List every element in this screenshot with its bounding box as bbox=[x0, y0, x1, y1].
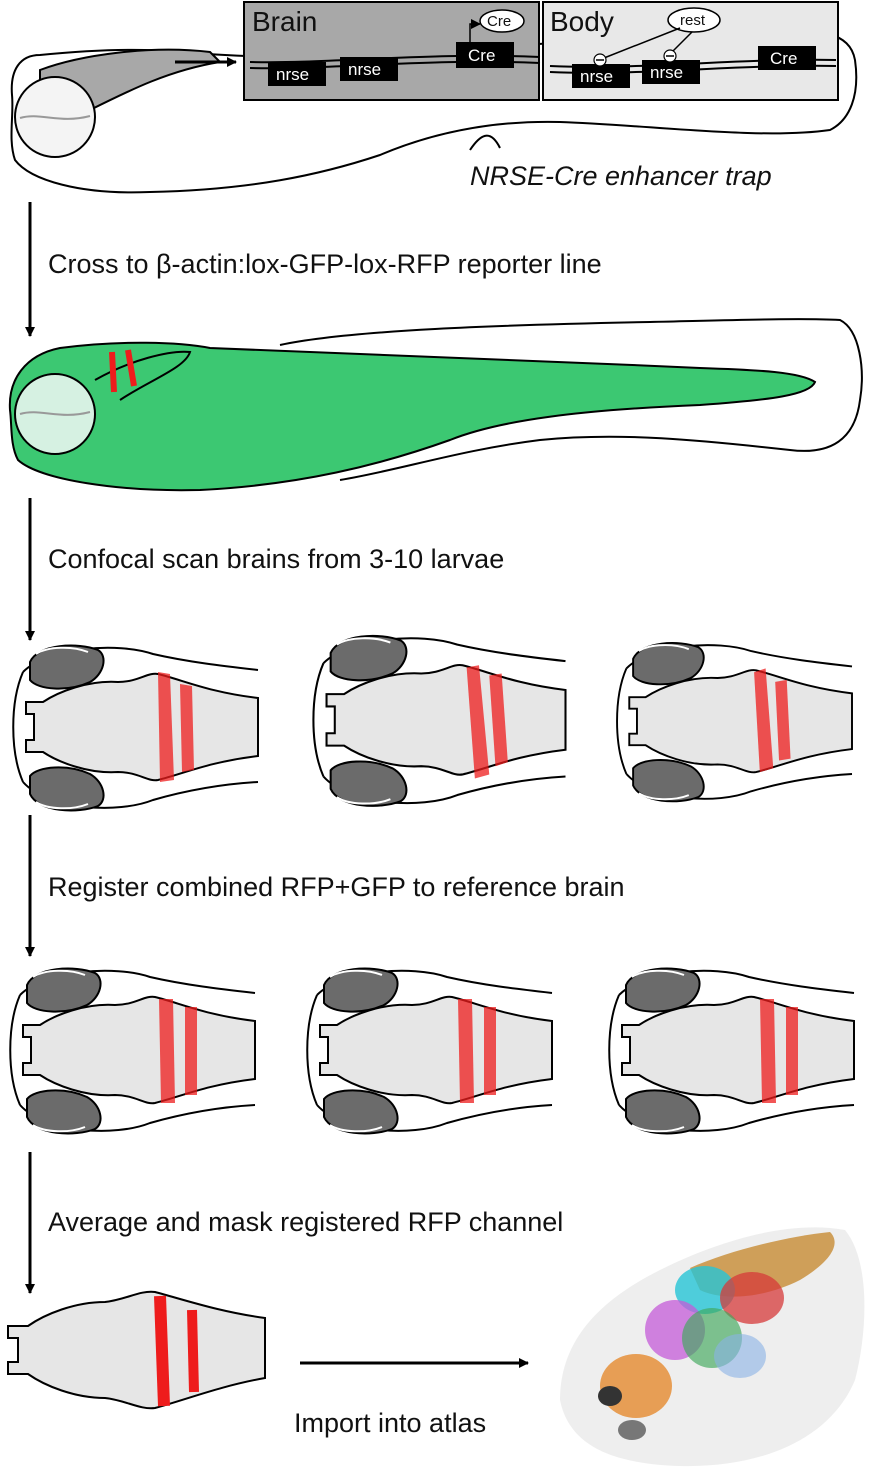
registered-brain bbox=[306, 967, 553, 1135]
svg-text:Cre: Cre bbox=[770, 49, 797, 68]
body-box-title: Body bbox=[550, 6, 614, 37]
rfp-stripe bbox=[180, 684, 194, 772]
nrse-element bbox=[340, 57, 398, 81]
nrse-element bbox=[642, 60, 700, 84]
svg-text:Cre: Cre bbox=[468, 46, 495, 65]
rfp-stripe bbox=[484, 1007, 496, 1095]
rfp-stripe bbox=[466, 665, 490, 779]
rfp-stripe bbox=[458, 999, 474, 1103]
rfp-stripe bbox=[489, 673, 508, 767]
rfp-stripe bbox=[775, 679, 791, 761]
registered-brain bbox=[608, 967, 855, 1135]
step-2-label: Confocal scan brains from 3-10 larvae bbox=[48, 544, 504, 574]
confocal-brain bbox=[616, 642, 853, 803]
averaged-rfp-mask-brain bbox=[7, 1290, 266, 1410]
rfp-stripe bbox=[185, 1007, 197, 1095]
confocal-brain bbox=[312, 634, 567, 807]
rfp-stripe bbox=[159, 999, 175, 1103]
body-expression-box: Body nrse nrse Cre rest bbox=[542, 1, 839, 101]
brain-expression-box: Brain nrse nrse Cre Cre bbox=[243, 1, 541, 101]
cre-protein-bubble bbox=[479, 9, 525, 33]
cre-element bbox=[456, 42, 514, 68]
svg-text:nrse: nrse bbox=[348, 60, 381, 79]
registered-brain bbox=[9, 967, 256, 1135]
svg-text:nrse: nrse bbox=[276, 65, 309, 84]
rfp-stripe bbox=[125, 349, 137, 387]
rest-repressor-bubble bbox=[667, 7, 721, 33]
rfp-stripe bbox=[158, 672, 174, 782]
rfp-stripe bbox=[760, 999, 776, 1103]
enhancer-trap-caption: NRSE-Cre enhancer trap bbox=[470, 161, 772, 191]
rfp-stripe bbox=[187, 1309, 199, 1393]
rfp-stripe bbox=[754, 668, 774, 773]
step-1-label: Cross to β-actin:lox-GFP-lox-RFP reporte… bbox=[48, 249, 602, 279]
import-label: Import into atlas bbox=[294, 1408, 486, 1438]
step-4-label: Average and mask registered RFP channel bbox=[48, 1207, 563, 1237]
atlas-3d-render bbox=[560, 1227, 865, 1467]
svg-text:rest: rest bbox=[680, 12, 706, 29]
svg-text:nrse: nrse bbox=[580, 67, 613, 86]
brain-box-title: Brain bbox=[252, 6, 317, 37]
nrse-element bbox=[268, 62, 326, 86]
svg-text:nrse: nrse bbox=[650, 63, 683, 82]
reporter-larva bbox=[8, 318, 863, 492]
rfp-stripe bbox=[154, 1295, 170, 1407]
rfp-stripe bbox=[109, 351, 117, 393]
svg-text:Cre: Cre bbox=[487, 13, 511, 30]
cre-element bbox=[758, 46, 816, 70]
larva-eye-icon bbox=[14, 76, 96, 158]
rfp-stripe bbox=[786, 1007, 798, 1095]
nrse-element bbox=[572, 64, 630, 88]
confocal-brain bbox=[12, 644, 259, 812]
step-3-label: Register combined RFP+GFP to reference b… bbox=[48, 872, 625, 902]
